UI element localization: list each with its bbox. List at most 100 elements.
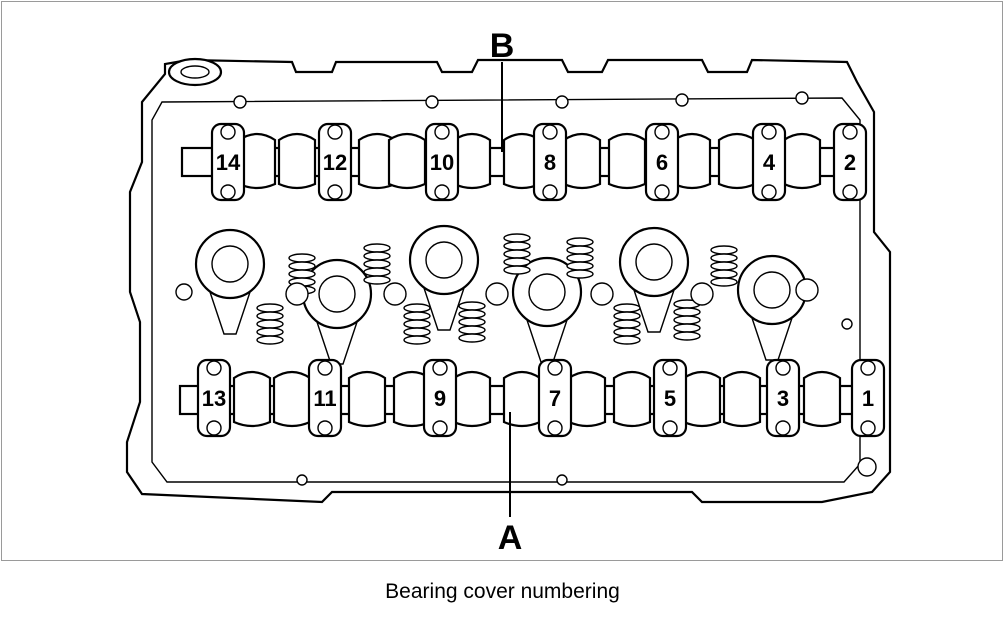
bearing-cap-number: 4: [763, 150, 776, 175]
camshaft-exhaust-lobe: [452, 132, 492, 190]
bearing-cap-12: 12: [317, 122, 353, 202]
cylinder-head-diagram: 14 12 10 8 6 4 2 13 11 9 7 5 3 1 B A: [125, 27, 892, 557]
valve-spring: [613, 303, 641, 345]
camshaft-intake-lobe: [272, 370, 312, 428]
valve-spring: [363, 243, 391, 285]
camshaft-exhaust-lobe: [237, 132, 277, 190]
rocker-arm: [633, 289, 675, 333]
camshaft-intake-lobe: [612, 370, 652, 428]
camshaft-intake-lobe: [722, 370, 762, 428]
figure-caption: Bearing cover numbering: [385, 580, 620, 603]
bearing-cap-number: 11: [313, 386, 336, 411]
bearing-cap-6: 6: [644, 122, 680, 202]
eyelet-boss: [167, 57, 223, 87]
rocker-arm: [209, 291, 251, 335]
bearing-cap-3: 3: [765, 358, 801, 438]
bearing-cap-number: 2: [844, 150, 856, 175]
camshaft-intake-lobe: [232, 370, 272, 428]
cap-bolt: [662, 420, 678, 436]
valve-spring: [403, 303, 431, 345]
bearing-cap-4: 4: [751, 122, 787, 202]
bearing-cap-number: 10: [430, 150, 454, 175]
valve-spring: [503, 233, 531, 275]
callout-a: A: [498, 519, 523, 557]
cap-bolt: [761, 184, 777, 200]
cap-bolt: [542, 184, 558, 200]
cap-bolt: [761, 124, 777, 140]
cap-bolt: [547, 420, 563, 436]
cap-bolt: [327, 184, 343, 200]
camshaft-exhaust-lobe: [782, 132, 822, 190]
camshaft-intake-lobe: [802, 370, 842, 428]
bearing-cap-number: 14: [216, 150, 241, 175]
cap-bolt: [654, 124, 670, 140]
bearing-cap-number: 7: [549, 386, 561, 411]
cap-bolt: [662, 360, 678, 376]
tappet-bore: [485, 282, 509, 306]
camshaft-exhaust-lobe: [562, 132, 602, 190]
bearing-cap-number: 5: [664, 386, 676, 411]
cap-bolt: [547, 360, 563, 376]
bearing-cap-number: 1: [862, 386, 874, 411]
camshaft-exhaust-lobe: [717, 132, 757, 190]
cap-bolt: [220, 124, 236, 140]
camshaft-intake: [178, 370, 876, 428]
inner-gallery-outline: [151, 97, 861, 483]
tappet-bore: [383, 282, 407, 306]
valve-train: [194, 224, 819, 365]
valve-spring: [566, 237, 594, 279]
cap-bolt: [317, 360, 333, 376]
bearing-caps-top-row: 14 12 10 8 6 4 2: [210, 122, 868, 202]
valve-spring: [458, 301, 486, 343]
camshaft-intake-lobe: [682, 370, 722, 428]
bearing-cap-number: 12: [323, 150, 347, 175]
cap-bolt: [542, 124, 558, 140]
cap-bolt: [220, 184, 236, 200]
cap-bolt: [432, 420, 448, 436]
bearing-cap-8: 8: [532, 122, 568, 202]
valve-spring: [673, 299, 701, 341]
cap-bolt: [842, 184, 858, 200]
camshaft-exhaust-lobe: [672, 132, 712, 190]
camshaft-exhaust-lobe: [277, 132, 317, 190]
tappet-bore: [590, 282, 614, 306]
bearing-cap-number: 8: [544, 150, 556, 175]
cap-bolt: [206, 360, 222, 376]
bearing-cap-5: 5: [652, 358, 688, 438]
rocker-arm: [423, 287, 465, 331]
valve-spring: [710, 245, 738, 287]
cap-bolt: [317, 420, 333, 436]
camshaft-intake-lobe: [347, 370, 387, 428]
bearing-cap-number: 6: [656, 150, 668, 175]
valve-spring: [256, 303, 284, 345]
perimeter-bolts: [175, 91, 877, 486]
bearing-cap-1: 1: [850, 358, 886, 438]
camshaft-exhaust-lobe: [607, 132, 647, 190]
bearing-cap-14: 14: [210, 122, 246, 202]
bearing-caps-bottom-row: 13 11 9 7 5 3 1: [196, 358, 886, 438]
figure-frame: 14 12 10 8 6 4 2 13 11 9 7 5 3 1 B A: [1, 1, 1003, 561]
cap-bolt: [206, 420, 222, 436]
bearing-cap-9: 9: [422, 358, 458, 438]
tappet-bore: [690, 282, 714, 306]
cap-bolt: [842, 124, 858, 140]
bearing-cap-11: 11: [307, 358, 343, 438]
cap-bolt: [434, 184, 450, 200]
bearing-cap-number: 13: [202, 386, 226, 411]
tappet-bore: [795, 278, 819, 302]
cap-bolt: [327, 124, 343, 140]
bearing-cap-number: 3: [777, 386, 789, 411]
bearing-cap-13: 13: [196, 358, 232, 438]
bearing-cap-number: 9: [434, 386, 446, 411]
cap-bolt: [775, 420, 791, 436]
camshaft-intake-lobe: [452, 370, 492, 428]
tappet-bore: [285, 282, 309, 306]
cap-bolt: [434, 124, 450, 140]
camshaft-intake-lobe: [567, 370, 607, 428]
camshaft-exhaust-lobe: [387, 132, 427, 190]
cap-bolt: [775, 360, 791, 376]
callout-b: B: [490, 27, 515, 65]
cap-bolt: [860, 420, 876, 436]
bearing-cap-7: 7: [537, 358, 573, 438]
cap-bolt: [860, 360, 876, 376]
